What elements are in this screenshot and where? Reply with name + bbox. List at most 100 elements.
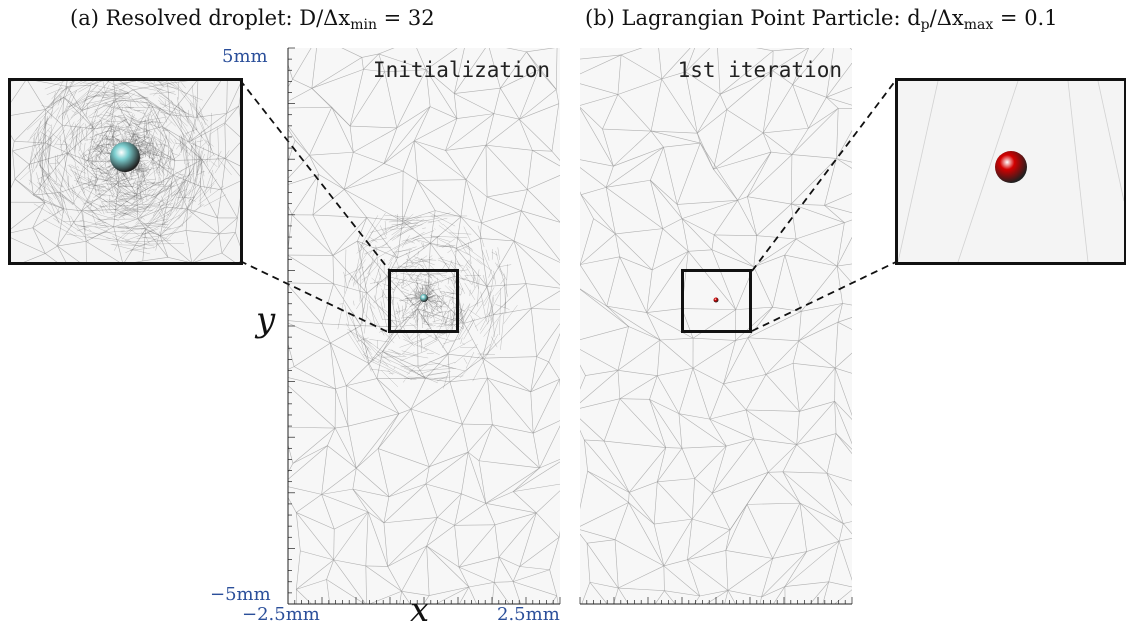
mesh-edge [481, 222, 515, 242]
mesh-edge [361, 53, 379, 58]
mesh-edge [617, 370, 658, 376]
refined-edge [41, 176, 56, 200]
mesh-edge [417, 180, 436, 211]
refined-edge [436, 295, 446, 298]
mesh-edge [482, 314, 494, 359]
refined-edge [162, 156, 171, 171]
mesh-edge [133, 83, 168, 91]
refined-edge [147, 158, 154, 168]
refined-edge [161, 195, 164, 204]
mesh-edge [747, 337, 799, 342]
refined-edge [411, 258, 433, 264]
mesh-edge [326, 559, 334, 580]
refined-edge [143, 200, 157, 210]
mesh-edge [463, 286, 488, 324]
mesh-edge [221, 158, 226, 190]
refined-edge [149, 118, 164, 137]
refined-edge [168, 170, 193, 201]
refined-edge [432, 319, 440, 323]
mesh-edge [745, 409, 754, 439]
refined-edge [103, 146, 111, 156]
mesh-edge [35, 81, 68, 87]
mesh-edge [62, 125, 68, 154]
refined-edge [398, 298, 411, 305]
refined-edge [412, 238, 444, 248]
mesh-edge [445, 113, 495, 151]
mesh-edge [467, 451, 480, 461]
mesh-edge [526, 51, 557, 90]
refined-edge [174, 107, 194, 129]
refined-edge [414, 301, 422, 307]
refined-edge [424, 280, 427, 283]
mesh-edge [487, 377, 534, 434]
refined-edge [476, 269, 480, 284]
refined-edge [169, 169, 183, 187]
mesh-edge [321, 445, 328, 495]
refined-edge [381, 370, 399, 388]
refined-edge [210, 172, 214, 194]
mesh-edge [467, 452, 487, 504]
mesh-edge [838, 538, 852, 542]
refined-edge [44, 81, 65, 90]
refined-edge [137, 142, 151, 148]
refined-edge [152, 183, 171, 217]
mesh-edge [288, 125, 310, 156]
mesh-edge [761, 586, 786, 598]
refined-edge [376, 354, 417, 373]
refined-edge [114, 96, 149, 103]
refined-edge [393, 366, 396, 370]
refined-edge [411, 257, 419, 261]
mesh-edge [341, 48, 362, 58]
refined-edge [414, 260, 430, 263]
mesh-edge [368, 363, 378, 379]
refined-edge [161, 203, 173, 206]
refined-edge [126, 240, 171, 243]
refined-edge [119, 185, 129, 192]
mesh-edge [113, 209, 116, 227]
mesh-edge [327, 445, 357, 469]
mesh-edge [650, 180, 683, 219]
refined-edge [47, 144, 50, 185]
mesh-edge [551, 150, 560, 161]
mesh-edge [11, 237, 46, 254]
mesh-edge [834, 401, 837, 434]
mesh-edge [747, 196, 792, 205]
mesh-edge [735, 337, 748, 341]
mesh-edge [334, 427, 357, 469]
mesh-edge [445, 144, 487, 151]
mesh-edge [614, 502, 629, 540]
refined-edge [434, 301, 439, 304]
refined-edge [154, 148, 166, 157]
mesh-edge [437, 493, 462, 518]
refined-edge [127, 114, 135, 129]
refined-edge [77, 177, 82, 179]
refined-edge [495, 304, 510, 310]
mesh-edge [110, 99, 116, 126]
refined-edge [85, 153, 101, 162]
refined-edge [405, 295, 413, 304]
refined-edge [458, 308, 469, 326]
mesh-edge [291, 214, 334, 256]
refined-edge [150, 188, 158, 199]
refined-edge [89, 178, 98, 193]
mesh-edge [453, 93, 458, 119]
refined-edge [388, 219, 419, 223]
mesh-edge [288, 496, 297, 513]
refined-edge [410, 287, 417, 294]
mesh-edge [296, 579, 327, 590]
refined-edge [122, 195, 139, 197]
refined-edge [100, 136, 107, 150]
mesh-edge [498, 556, 514, 582]
refined-edge [65, 144, 68, 156]
refined-edge [137, 144, 143, 154]
mesh-edge [398, 408, 412, 414]
refined-edge [98, 82, 129, 97]
refined-edge [45, 173, 65, 214]
refined-edge [374, 264, 381, 284]
refined-edge [62, 140, 75, 151]
refined-edge [425, 278, 428, 291]
refined-edge [117, 222, 140, 241]
mesh-edge [447, 354, 451, 382]
refined-edge [179, 171, 194, 198]
refined-edge [166, 202, 176, 219]
